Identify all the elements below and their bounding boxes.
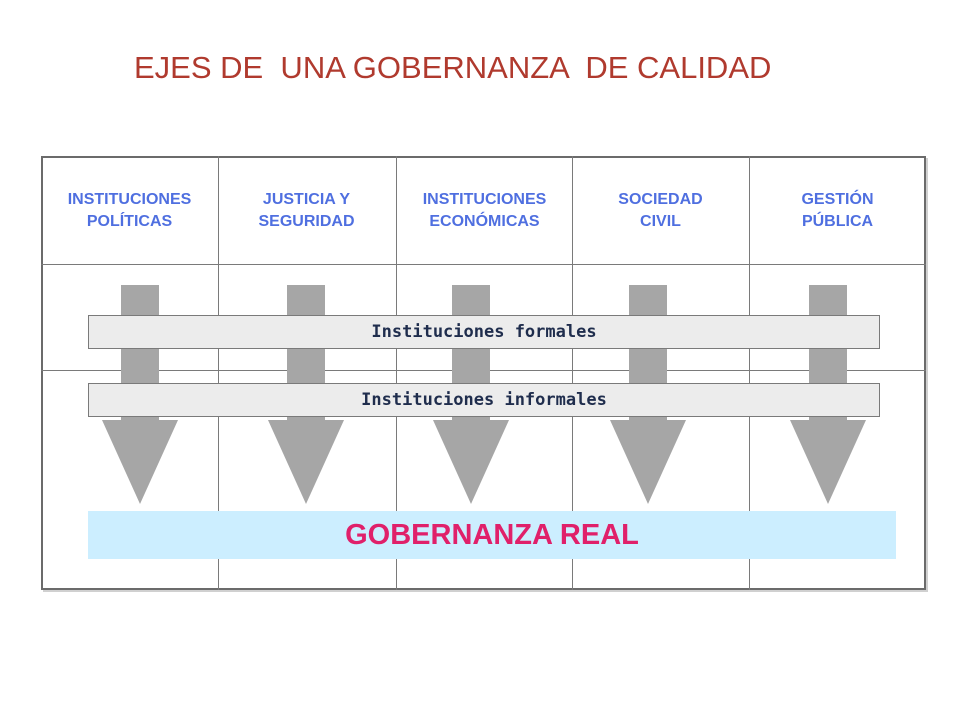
column-divider — [218, 156, 219, 590]
column-header-sociedad-civil: SOCIEDAD CIVIL — [572, 158, 749, 264]
down-arrow-icon — [102, 420, 178, 504]
down-arrow-icon — [610, 420, 686, 504]
column-divider — [396, 156, 397, 590]
row-divider — [41, 264, 926, 265]
column-header-label: JUSTICIA Y SEGURIDAD — [258, 191, 355, 230]
column-divider — [572, 156, 573, 590]
column-header-justicia-seguridad: JUSTICIA Y SEGURIDAD — [218, 158, 395, 264]
diagram-title: EJES DE UNA GOBERNANZA DE CALIDAD — [134, 50, 772, 85]
real-governance-bar: GOBERNANZA REAL — [88, 511, 896, 559]
column-header-label: GESTIÓN PÚBLICA — [801, 191, 874, 230]
column-header-instituciones-economicas: INSTITUCIONES ECONÓMICAS — [396, 158, 573, 264]
column-header-label: INSTITUCIONES POLÍTICAS — [67, 191, 192, 230]
down-arrow-icon — [268, 420, 344, 504]
matrix-frame — [41, 156, 926, 590]
informal-institutions-band: Instituciones informales — [88, 383, 880, 417]
column-header-gestion-publica: GESTIÓN PÚBLICA — [749, 158, 926, 264]
formal-institutions-band: Instituciones formales — [88, 315, 880, 349]
down-arrow-icon — [790, 420, 866, 504]
column-header-label: INSTITUCIONES ECONÓMICAS — [422, 191, 547, 230]
down-arrow-icon — [433, 420, 509, 504]
column-header-instituciones-politicas: INSTITUCIONES POLÍTICAS — [41, 158, 218, 264]
column-header-label: SOCIEDAD CIVIL — [618, 191, 703, 230]
column-divider — [749, 156, 750, 590]
